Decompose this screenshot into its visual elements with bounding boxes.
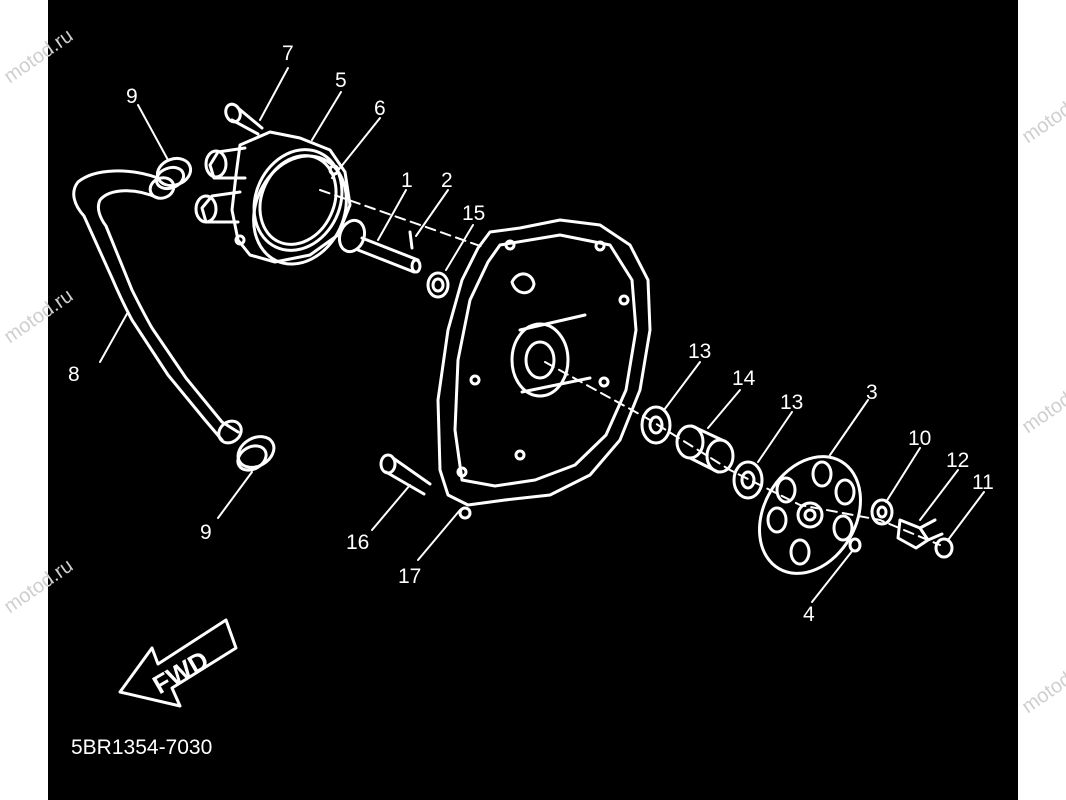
hose-clamp-top [154, 156, 193, 191]
washer-nut [934, 537, 954, 559]
bearing-outer [732, 460, 764, 500]
housing-bolt [224, 102, 264, 136]
hose-clamp-bottom [236, 435, 276, 472]
dowel-pin [408, 230, 414, 250]
callout-2: 2 [441, 169, 453, 192]
diagram-panel [48, 0, 1018, 800]
callout-8: 8 [68, 363, 80, 386]
callout-15: 15 [462, 202, 486, 225]
drawing-code: 5BR1354-7030 [71, 736, 213, 759]
gasket-ring [870, 498, 894, 526]
callout-11: 11 [972, 471, 994, 494]
callout-6: 6 [374, 97, 386, 120]
callout-1: 1 [401, 169, 413, 192]
callout-7: 7 [282, 42, 294, 65]
callout-4: 4 [803, 603, 815, 626]
callout-12: 12 [946, 449, 970, 472]
callout-14: 14 [732, 367, 756, 390]
callout-17: 17 [398, 565, 422, 588]
pump-cover [436, 218, 652, 520]
small-washer [848, 537, 862, 553]
impeller [758, 455, 862, 575]
callout-5: 5 [335, 69, 347, 92]
callout-16: 16 [346, 531, 370, 554]
callout-13-inner: 13 [688, 340, 712, 363]
callout-9-bottom: 9 [200, 521, 212, 544]
forward-direction-arrow [118, 618, 238, 708]
drain-bolt [896, 518, 944, 550]
bearing-inner [640, 405, 672, 445]
cover-bolt [379, 453, 432, 496]
shaft-seal [426, 271, 450, 299]
callout-10: 10 [908, 427, 932, 450]
spacer-collar [675, 424, 735, 474]
leader-lines [99, 67, 985, 603]
callout-13-outer: 13 [780, 391, 804, 414]
housing-o-ring [252, 154, 348, 266]
coolant-hose [72, 169, 243, 445]
callout-9-top: 9 [126, 85, 138, 108]
callout-3: 3 [866, 381, 878, 404]
fwd-label: FWD [147, 644, 213, 700]
water-pump-housing [194, 130, 352, 264]
impeller-shaft [337, 218, 422, 274]
